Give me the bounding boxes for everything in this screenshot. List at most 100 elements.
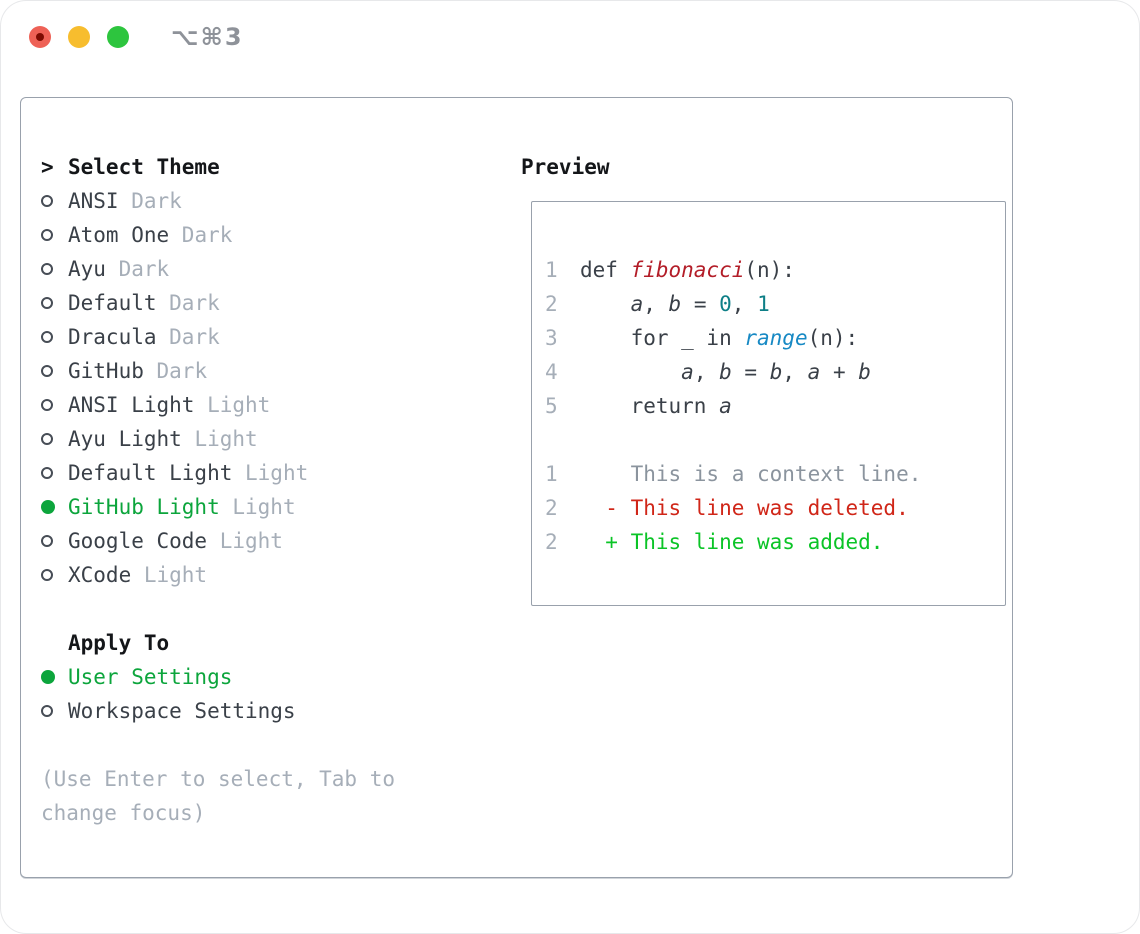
line-number: 2 <box>545 530 558 554</box>
token-function: fibonacci <box>630 258 745 282</box>
theme-variant: Dark <box>181 223 233 247</box>
theme-name: Dracula <box>68 325 170 349</box>
token-variable: b <box>719 360 732 384</box>
window-title-shortcut: ⌥⌘3 <box>171 23 244 51</box>
theme-variant: Light <box>194 427 258 451</box>
blank-line <box>545 423 1005 457</box>
radio-selected-icon <box>41 670 68 684</box>
theme-option-dracula[interactable]: Dracula Dark <box>41 320 491 354</box>
radio-icon <box>41 569 68 581</box>
line-number: 3 <box>545 326 558 350</box>
theme-variant: Light <box>207 393 271 417</box>
token-plain: for _ in <box>580 326 745 350</box>
radio-icon <box>41 331 68 343</box>
diff-line-context: 1 This is a context line. <box>545 457 1005 491</box>
diff-text: + This line was added. <box>580 530 884 554</box>
token-variable: a <box>807 360 821 384</box>
line-number: 1 <box>545 258 558 282</box>
line-number: 2 <box>545 496 558 520</box>
token-variable: b <box>769 360 783 384</box>
token-plain: , <box>643 292 669 316</box>
radio-icon <box>41 195 68 207</box>
token-plain: , <box>782 360 808 384</box>
select-theme-title: Select Theme <box>68 155 220 179</box>
token-plain <box>580 292 631 316</box>
theme-variant: Light <box>232 495 296 519</box>
minimize-button[interactable] <box>68 26 90 48</box>
theme-name: XCode <box>68 563 144 587</box>
theme-name: Atom One <box>68 223 182 247</box>
theme-option-ansi-light[interactable]: ANSI Light Light <box>41 388 491 422</box>
theme-option-atom-one[interactable]: Atom One Dark <box>41 218 491 252</box>
diff-line-added: 2 + This line was added. <box>545 525 1005 559</box>
token-variable: b <box>668 292 682 316</box>
line-number: 2 <box>545 292 558 316</box>
code-preview: 1 def fibonacci(n): 2 a, b = 0, 1 3 for _ i… <box>545 253 1005 423</box>
token-number: 1 <box>757 292 770 316</box>
code-line: 2 a, b = 0, 1 <box>545 287 1005 321</box>
close-button[interactable] <box>29 26 51 48</box>
radio-icon <box>41 705 68 717</box>
radio-icon <box>41 229 68 241</box>
theme-option-ayu[interactable]: Ayu Dark <box>41 252 491 286</box>
token-variable: a <box>719 394 732 418</box>
token-variable: b <box>858 360 871 384</box>
token-plain: = <box>681 292 720 316</box>
theme-option-ansi[interactable]: ANSI Dark <box>41 184 491 218</box>
theme-variant: Light <box>143 563 208 587</box>
diff-text: - This line was deleted. <box>580 496 909 520</box>
code-line: 5 return a <box>545 389 1005 423</box>
zoom-button[interactable] <box>107 26 129 48</box>
theme-variant: Dark <box>156 359 208 383</box>
line-number: 1 <box>545 462 558 486</box>
radio-icon <box>41 433 68 445</box>
theme-variant: Dark <box>131 189 182 213</box>
token-plain: return <box>580 394 720 418</box>
apply-option-user-settings[interactable]: User Settings <box>41 660 491 694</box>
cursor-icon: > <box>41 155 54 179</box>
theme-name: GitHub <box>68 359 157 383</box>
token-plain: , <box>731 292 758 316</box>
theme-option-google-code[interactable]: Google Code Light <box>41 524 491 558</box>
theme-variant: Light <box>245 461 309 485</box>
radio-icon <box>41 263 68 275</box>
theme-option-default-light[interactable]: Default Light Light <box>41 456 491 490</box>
token-variable: a <box>681 360 694 384</box>
theme-option-ayu-light[interactable]: Ayu Light Light <box>41 422 491 456</box>
radio-icon <box>41 535 68 547</box>
token-plain: , <box>693 360 720 384</box>
token-plain: (n): <box>744 258 795 282</box>
theme-name: Default <box>68 291 170 315</box>
theme-option-github[interactable]: GitHub Dark <box>41 354 491 388</box>
radio-icon <box>41 297 68 309</box>
apply-option-workspace-settings[interactable]: Workspace Settings <box>41 694 491 728</box>
token-number: 0 <box>719 292 732 316</box>
theme-variant: Dark <box>169 291 220 315</box>
theme-name: Ayu Light <box>68 427 195 451</box>
theme-option-xcode[interactable]: XCode Light <box>41 558 491 592</box>
theme-name: Google Code <box>68 529 220 553</box>
line-number: 4 <box>545 360 558 384</box>
apply-option-label: Workspace Settings <box>68 699 296 723</box>
token-plain: + <box>820 360 859 384</box>
token-variable: a <box>630 292 644 316</box>
theme-variant: Dark <box>118 257 170 281</box>
preview-column: Preview 1 def fibonacci(n): 2 a, b = 0, 1 3… <box>511 150 1012 877</box>
token-plain: def <box>580 258 631 282</box>
diff-text: This is a context line. <box>580 462 922 486</box>
theme-option-github-light[interactable]: GitHub Light Light <box>41 490 491 524</box>
theme-name: GitHub Light <box>68 495 233 519</box>
code-line: 1 def fibonacci(n): <box>545 253 1005 287</box>
preview-title: Preview <box>521 155 610 179</box>
theme-option-default[interactable]: Default Dark <box>41 286 491 320</box>
apply-to-title: Apply To <box>68 631 170 655</box>
radio-icon <box>41 467 68 479</box>
diff-line-deleted: 2 - This line was deleted. <box>545 491 1005 525</box>
traffic-lights <box>29 26 129 48</box>
select-theme-header: > Select Theme <box>41 150 491 184</box>
code-line: 4 a, b = b, a + b <box>545 355 1005 389</box>
